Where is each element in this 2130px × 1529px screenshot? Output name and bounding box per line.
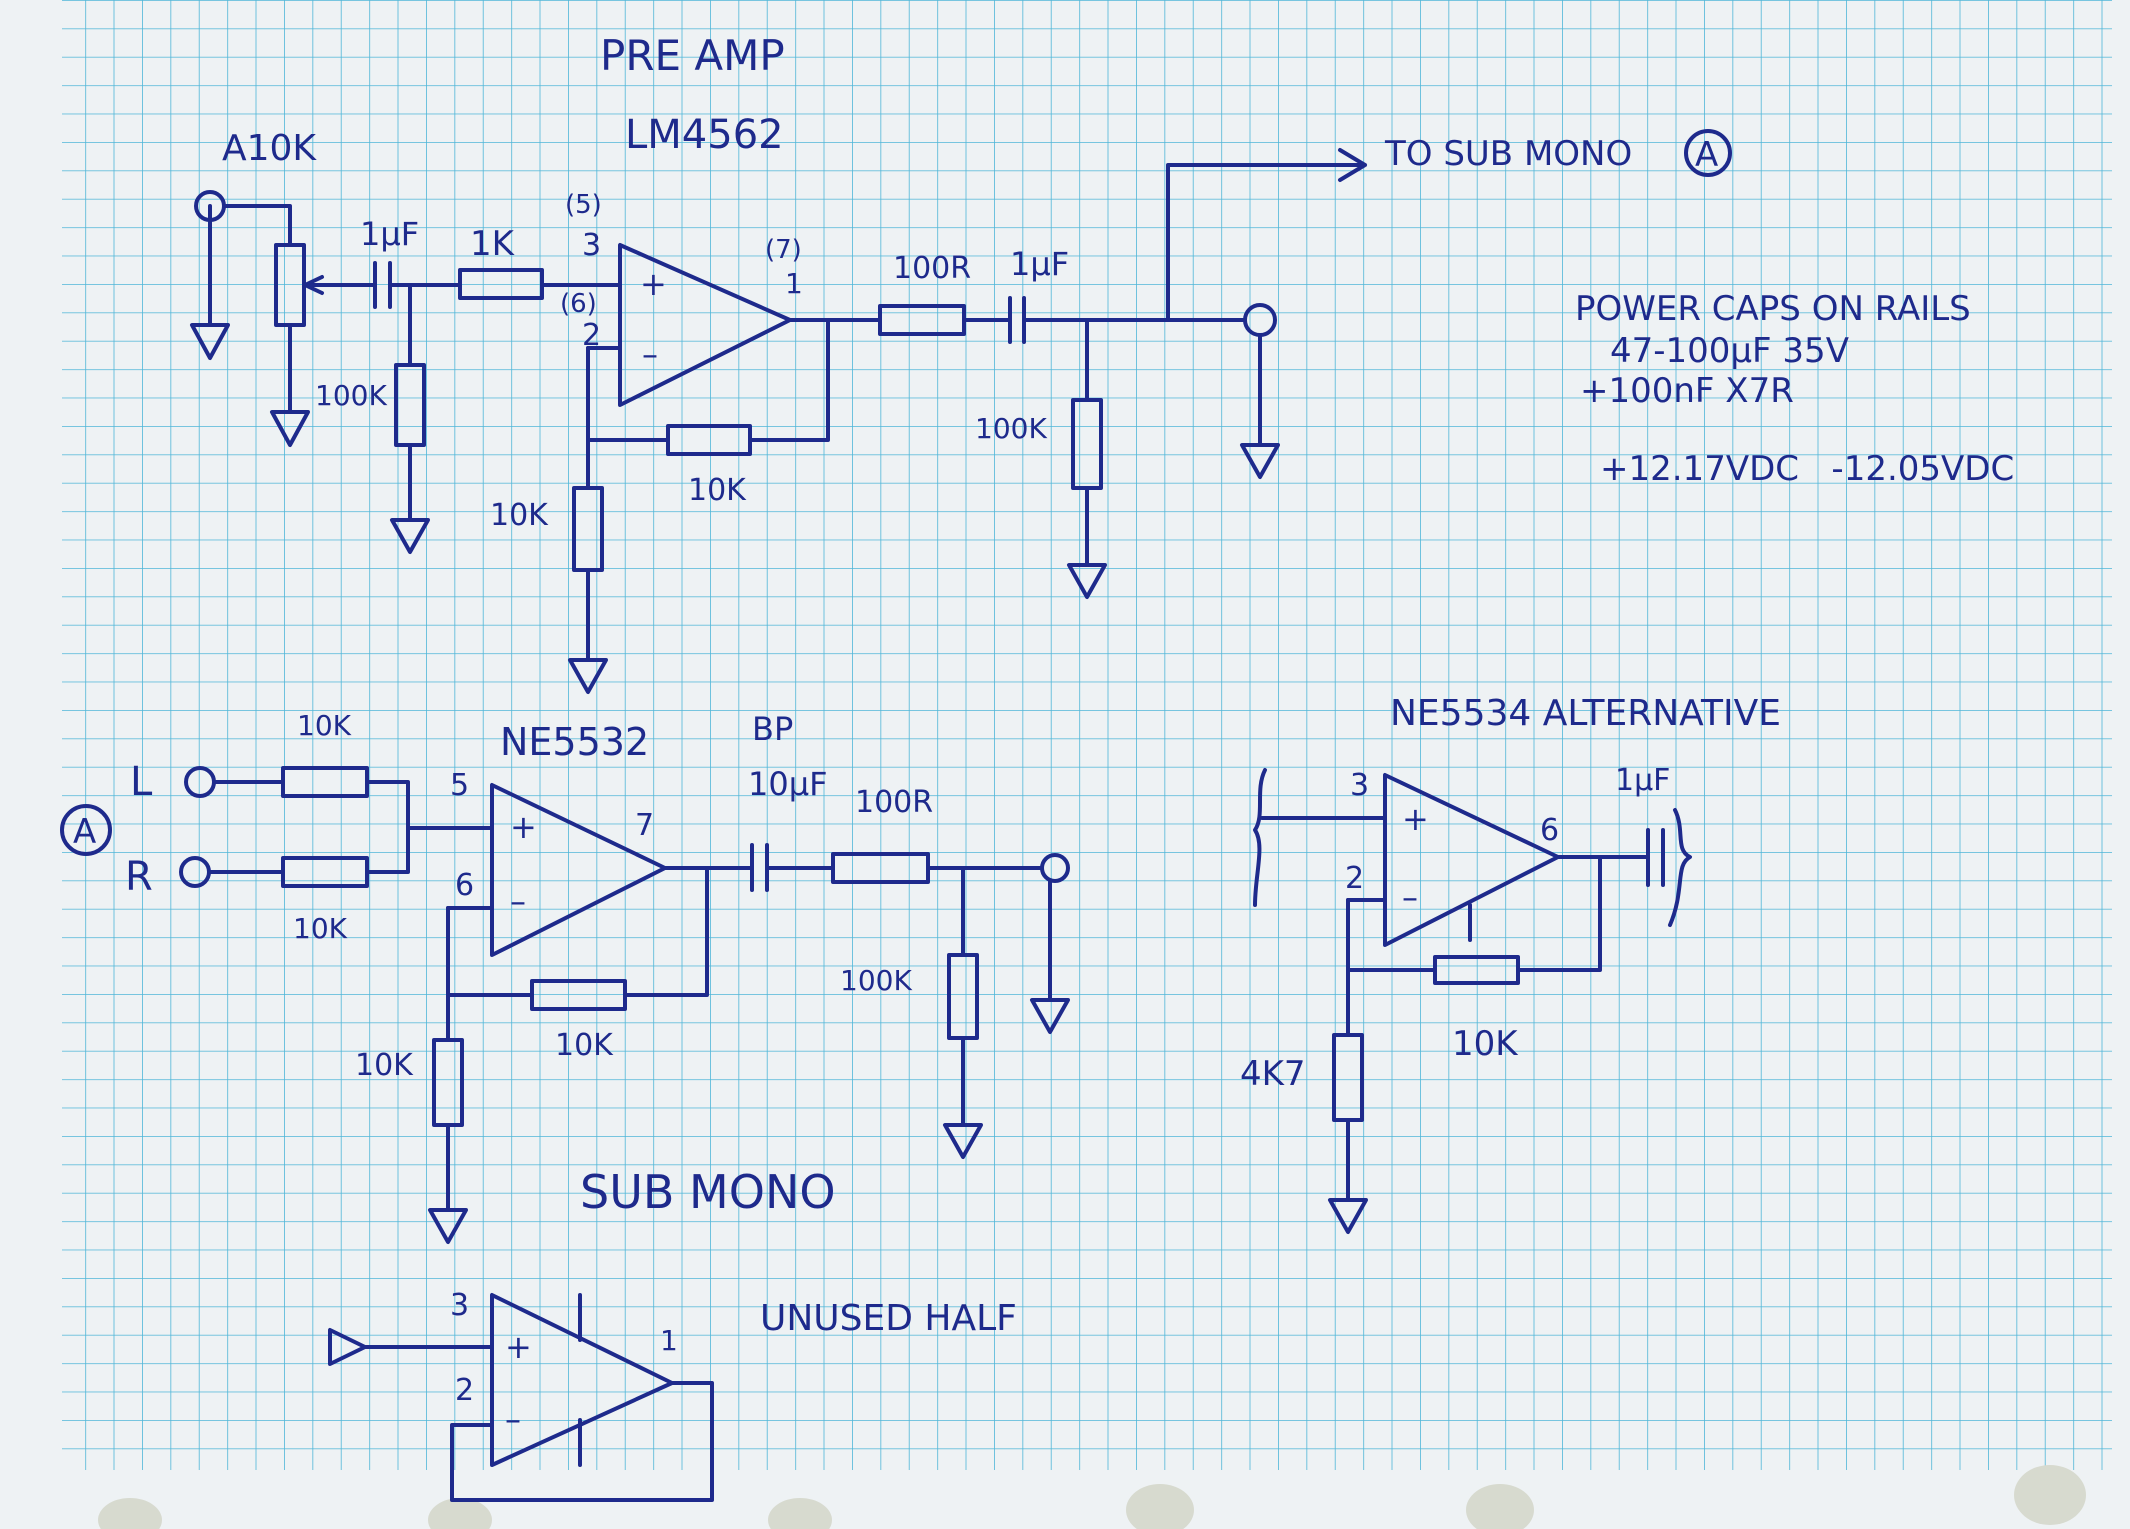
sub-r-r-label: 10K (293, 912, 348, 945)
sub-r-shunt-label: 100K (840, 964, 912, 997)
preamp-pin-out-alt: (7) (765, 235, 802, 265)
unused-plus-sign: + (505, 1328, 532, 1366)
sub-r-l-label: 10K (297, 709, 352, 742)
sub-wiring (179, 766, 1070, 1244)
pot-label: A10K (222, 128, 317, 169)
preamp-r-out-shunt-label: 100K (975, 412, 1047, 445)
unused-pin-plus: 3 (450, 1288, 469, 1323)
preamp-wiring (190, 148, 1367, 694)
alt-pin-minus: 2 (1345, 861, 1364, 896)
sub-plus-sign: + (510, 808, 537, 846)
preamp-cap-in-label: 1µF (360, 215, 419, 253)
notes-line1: POWER CAPS ON RAILS (1575, 289, 1971, 329)
sub-title: SUB MONO (580, 1165, 836, 1219)
sub-ref-mark: A (73, 812, 96, 852)
sub-in-r: R (125, 854, 153, 900)
alt-title: NE5534 ALTERNATIVE (1390, 693, 1781, 734)
sub-ref-circle (60, 804, 112, 856)
preamp-pin-plus: 3 (582, 228, 601, 263)
preamp-pin-plus-alt: (5) (565, 190, 602, 220)
sub-minus-sign: – (510, 882, 526, 920)
binder-holes (98, 1465, 2086, 1529)
alt-pin-plus: 3 (1350, 768, 1369, 803)
notes-line3: +100nF X7R (1580, 371, 1794, 411)
alt-wiring (1253, 768, 1692, 1234)
unused-pin-out: 1 (660, 1324, 678, 1357)
sub-r-feedback-label: 10K (555, 1028, 614, 1063)
preamp-r-feedback-label: 10K (688, 473, 747, 508)
preamp-r-out-label: 100R (893, 251, 971, 286)
preamp-pin-minus-alt: (6) (560, 289, 597, 319)
preamp-r-shunt-label: 100K (315, 379, 387, 412)
preamp-ref-mark: A (1695, 135, 1718, 175)
notes-line2: 47-100µF 35V (1610, 331, 1849, 371)
sub-chip: NE5532 (500, 720, 649, 764)
unused-pin-minus: 2 (455, 1373, 474, 1408)
sub-pin-minus: 6 (455, 868, 474, 903)
preamp-to-sub-label: TO SUB MONO (1384, 134, 1632, 174)
notes-line4: +12.17VDC -12.05VDC (1600, 449, 2014, 489)
alt-pin-out: 6 (1540, 813, 1559, 848)
preamp-plus-sign: + (640, 265, 667, 303)
alt-minus-sign: – (1402, 878, 1418, 916)
sub-in-l: L (130, 759, 153, 805)
sub-pin-plus: 5 (450, 768, 469, 803)
sub-pin-out: 7 (635, 808, 654, 843)
preamp-pin-minus: 2 (582, 318, 601, 353)
sub-r-out-label: 100R (855, 785, 933, 820)
preamp-r-ground-label: 10K (490, 498, 549, 533)
alt-r-feedback-label: 10K (1452, 1024, 1519, 1064)
alt-plus-sign: + (1402, 800, 1429, 838)
sub-cap-label1: BP (752, 710, 793, 748)
alt-cap-label: 1µF (1615, 763, 1670, 798)
preamp-r-in-label: 1K (470, 224, 516, 264)
preamp-title: PRE AMP (600, 31, 785, 80)
unused-label: UNUSED HALF (760, 1298, 1017, 1339)
preamp-minus-sign: – (642, 335, 658, 373)
preamp-cap-out-label: 1µF (1010, 245, 1069, 283)
unused-minus-sign: – (505, 1400, 521, 1438)
unused-wiring (328, 1293, 714, 1502)
grid-paper (62, 0, 2112, 1470)
sub-r-ground-label: 10K (355, 1048, 414, 1083)
alt-r-ground-label: 4K7 (1240, 1054, 1306, 1094)
preamp-ref-circle (1684, 129, 1732, 177)
preamp-pin-out: 1 (785, 267, 803, 300)
sub-cap-label2: 10µF (748, 765, 827, 803)
preamp-chip: LM4562 (625, 112, 784, 158)
